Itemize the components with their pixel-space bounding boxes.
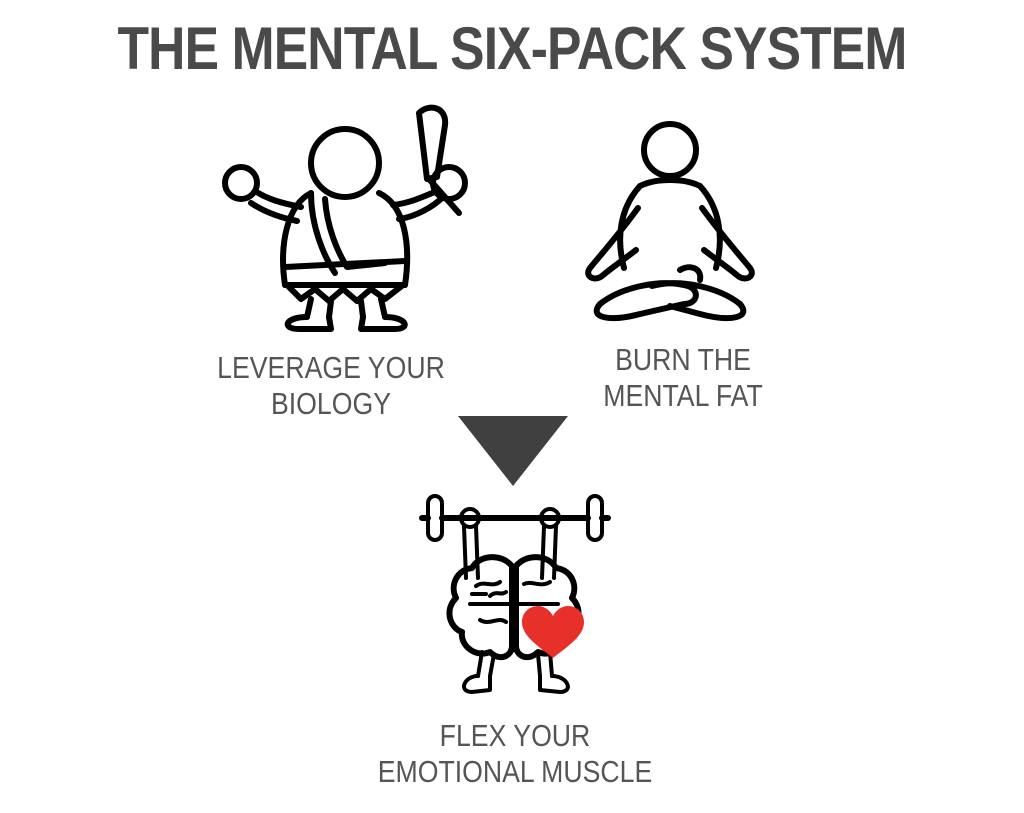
step-label-burn-mental-fat: BURN THE MENTAL FAT	[603, 342, 763, 413]
page-title: THE MENTAL SIX-PACK SYSTEM	[117, 15, 908, 82]
brain-lifting-icon	[419, 494, 611, 694]
meditation-icon	[585, 121, 755, 322]
heart-icon	[522, 606, 584, 658]
down-triangle-arrow	[458, 416, 568, 486]
step-label-flex-emotional-muscle: FLEX YOUR EMOTIONAL MUSCLE	[377, 718, 653, 789]
step-label-leverage-biology: LEVERAGE YOUR BIOLOGY	[217, 350, 445, 421]
caveman-icon	[222, 104, 468, 332]
